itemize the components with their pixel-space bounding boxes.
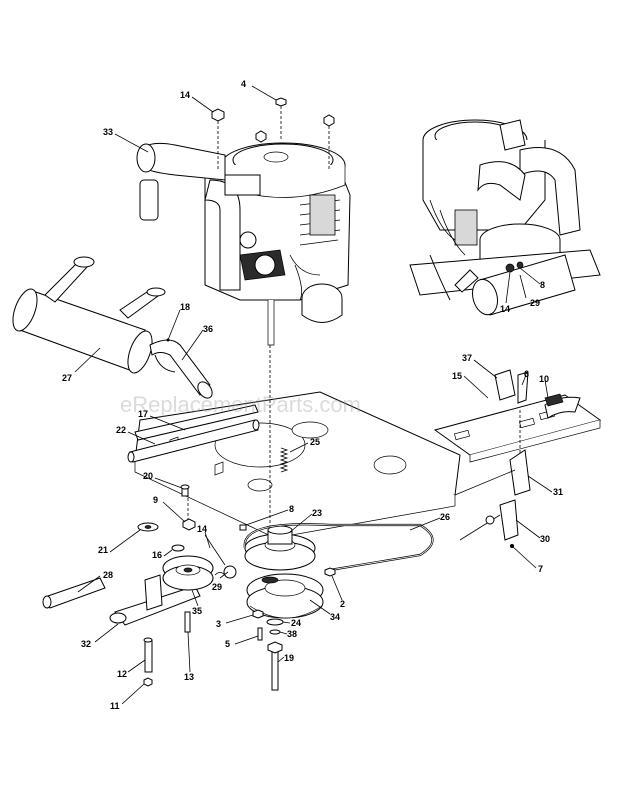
callout-25: 25 <box>310 437 320 447</box>
callout-24: 24 <box>291 618 301 628</box>
engine-mount-bolts <box>211 97 335 170</box>
callout-14-top: 14 <box>180 90 190 100</box>
callout-5: 5 <box>225 639 230 649</box>
callout-11: 11 <box>110 701 120 711</box>
callout-36: 36 <box>203 324 213 334</box>
callout-35: 35 <box>192 606 202 616</box>
control-panel <box>433 369 602 541</box>
callout-23: 23 <box>312 508 322 518</box>
callout-3: 3 <box>216 619 221 629</box>
callout-13: 13 <box>184 672 194 682</box>
callout-22: 22 <box>116 425 126 435</box>
callout-8-inset: 8 <box>540 280 545 290</box>
callout-21: 21 <box>98 545 108 555</box>
callout-32: 32 <box>81 639 91 649</box>
callout-38: 38 <box>287 629 297 639</box>
muffler <box>12 256 213 399</box>
callout-37: 37 <box>462 353 472 363</box>
callout-4: 4 <box>241 79 246 89</box>
callout-6: 6 <box>524 369 529 379</box>
callout-29-inset: 29 <box>530 298 540 308</box>
inset-engine-view <box>409 119 601 316</box>
callout-17: 17 <box>138 409 148 419</box>
callout-30: 30 <box>540 534 550 544</box>
pulley-assembly <box>42 484 434 691</box>
callout-8-main: 8 <box>289 504 294 514</box>
engine <box>136 142 351 346</box>
callout-16: 16 <box>152 550 162 560</box>
callout-27: 27 <box>62 373 72 383</box>
callout-29-main: 29 <box>212 582 222 592</box>
callout-18: 18 <box>180 302 190 312</box>
callout-10: 10 <box>539 374 549 384</box>
callouts: 4 14 33 18 36 27 17 22 25 20 9 8 <box>62 79 563 711</box>
callout-2: 2 <box>340 599 345 609</box>
callout-31: 31 <box>553 487 563 497</box>
callout-34: 34 <box>330 612 340 622</box>
callout-14-inset: 14 <box>500 304 510 314</box>
watermark-text: eReplacementParts.com <box>120 392 361 417</box>
cross-tube <box>127 404 260 463</box>
callout-19: 19 <box>284 653 294 663</box>
callout-12: 12 <box>117 669 127 679</box>
callout-28: 28 <box>103 570 113 580</box>
callout-14-mid: 14 <box>197 524 207 534</box>
callout-7: 7 <box>538 564 543 574</box>
callout-26: 26 <box>440 512 450 522</box>
callout-20: 20 <box>143 471 153 481</box>
callout-15: 15 <box>452 371 462 381</box>
callout-9: 9 <box>153 495 158 505</box>
callout-33: 33 <box>103 127 113 137</box>
